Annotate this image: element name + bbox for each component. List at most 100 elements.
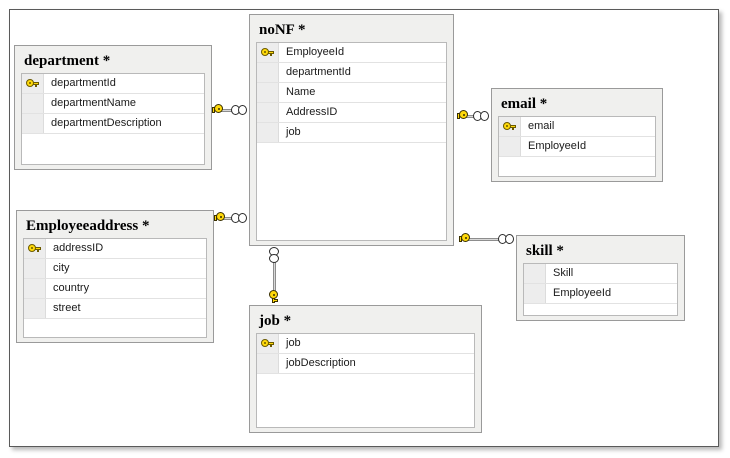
attribute-row[interactable]: Skill (524, 264, 677, 284)
attribute-row[interactable]: email (499, 117, 655, 137)
attribute-gutter (257, 103, 279, 122)
attribute-list-job: job jobDescription (256, 333, 475, 428)
key-icon (503, 121, 516, 132)
attribute-name: EmployeeId (528, 140, 587, 152)
attribute-name: Skill (553, 267, 574, 279)
attribute-name: email (528, 120, 555, 132)
attribute-row[interactable]: departmentName (22, 94, 204, 114)
attribute-name: departmentDescription (51, 117, 162, 129)
primary-key-gutter (24, 239, 46, 258)
attribute-row[interactable]: EmployeeId (257, 43, 446, 63)
relationship-many-infinity-icon (231, 105, 249, 115)
attribute-gutter (24, 299, 46, 318)
attribute-gutter (524, 264, 546, 283)
relationship-one-key-icon (457, 110, 472, 121)
attribute-row[interactable]: addressID (24, 239, 206, 259)
attribute-name: street (53, 302, 81, 314)
entity-table-Employeeaddress[interactable]: Employeeaddress * addressID city country str… (16, 210, 214, 343)
entity-title-noNF: noNF * (259, 22, 306, 38)
relationship-department-noNF[interactable] (212, 104, 249, 116)
attribute-list-empty-space (257, 143, 446, 219)
attribute-name: job (286, 337, 301, 349)
relationship-line (467, 238, 500, 241)
attribute-row[interactable]: jobDescription (257, 354, 474, 374)
relationship-one-key-icon (459, 233, 474, 244)
attribute-list-empty-space (499, 157, 655, 176)
attribute-name: job (286, 126, 301, 138)
relationship-one-key-icon (269, 290, 280, 305)
primary-key-gutter (22, 74, 44, 93)
attribute-name: city (53, 262, 70, 274)
relationship-many-infinity-icon (498, 234, 516, 244)
attribute-row[interactable]: job (257, 334, 474, 354)
attribute-name: country (53, 282, 90, 294)
attribute-gutter (257, 63, 279, 82)
relationship-one-key-icon (212, 104, 227, 115)
primary-key-gutter (499, 117, 521, 136)
attribute-list-Employeeaddress: addressID city country street (23, 238, 207, 338)
attribute-name: departmentId (51, 77, 116, 89)
relationship-many-infinity-icon (473, 111, 491, 121)
entity-title-email: email * (501, 96, 548, 112)
attribute-row[interactable]: EmployeeId (499, 137, 655, 157)
attribute-name: jobDescription (286, 357, 356, 369)
relationship-one-key-icon (214, 212, 229, 223)
relationship-line (222, 217, 233, 220)
attribute-row[interactable]: departmentId (22, 74, 204, 94)
entity-title-job: job * (259, 313, 292, 329)
entity-title-department: department * (24, 53, 111, 69)
entity-title-Employeeaddress: Employeeaddress * (26, 218, 150, 234)
relationship-Employeeaddress-noNF[interactable] (214, 212, 249, 224)
attribute-gutter (22, 94, 44, 113)
attribute-row[interactable]: Name (257, 83, 446, 103)
relationship-line (465, 115, 475, 118)
relationship-noNF-skill[interactable] (459, 233, 516, 245)
attribute-gutter (22, 114, 44, 133)
attribute-gutter (257, 83, 279, 102)
attribute-name: departmentName (51, 97, 136, 109)
entity-table-job[interactable]: job * job jobDescription (249, 305, 482, 433)
entity-title-skill: skill * (526, 243, 564, 259)
attribute-list-empty-space (22, 134, 204, 153)
key-icon (261, 338, 274, 349)
attribute-gutter (24, 279, 46, 298)
relationship-noNF-email[interactable] (457, 110, 491, 122)
attribute-name: addressID (53, 242, 104, 254)
attribute-name: EmployeeId (286, 46, 345, 58)
attribute-list-empty-space (257, 374, 474, 427)
relationship-many-infinity-icon (231, 213, 249, 223)
attribute-row[interactable]: AddressID (257, 103, 446, 123)
relationship-line (273, 261, 276, 291)
relationship-many-infinity-icon (269, 247, 279, 265)
attribute-gutter (524, 284, 546, 303)
attribute-gutter (257, 354, 279, 373)
attribute-row[interactable]: street (24, 299, 206, 319)
attribute-list-department: departmentId departmentName departmentDesc… (21, 73, 205, 165)
relationship-noNF-job[interactable] (268, 247, 280, 305)
key-icon (26, 78, 39, 89)
key-icon (261, 47, 274, 58)
primary-key-gutter (257, 43, 279, 62)
attribute-row[interactable]: city (24, 259, 206, 279)
attribute-list-empty-space (24, 319, 206, 337)
attribute-row[interactable]: country (24, 279, 206, 299)
attribute-row[interactable]: job (257, 123, 446, 143)
relationship-line (220, 109, 233, 112)
attribute-name: Name (286, 86, 316, 98)
attribute-gutter (24, 259, 46, 278)
attribute-name: EmployeeId (553, 287, 612, 299)
attribute-row[interactable]: departmentDescription (22, 114, 204, 134)
attribute-name: departmentId (286, 66, 351, 78)
key-icon (28, 243, 41, 254)
attribute-row[interactable]: EmployeeId (524, 284, 677, 304)
attribute-row[interactable]: departmentId (257, 63, 446, 83)
attribute-name: AddressID (286, 106, 338, 118)
primary-key-gutter (257, 334, 279, 353)
